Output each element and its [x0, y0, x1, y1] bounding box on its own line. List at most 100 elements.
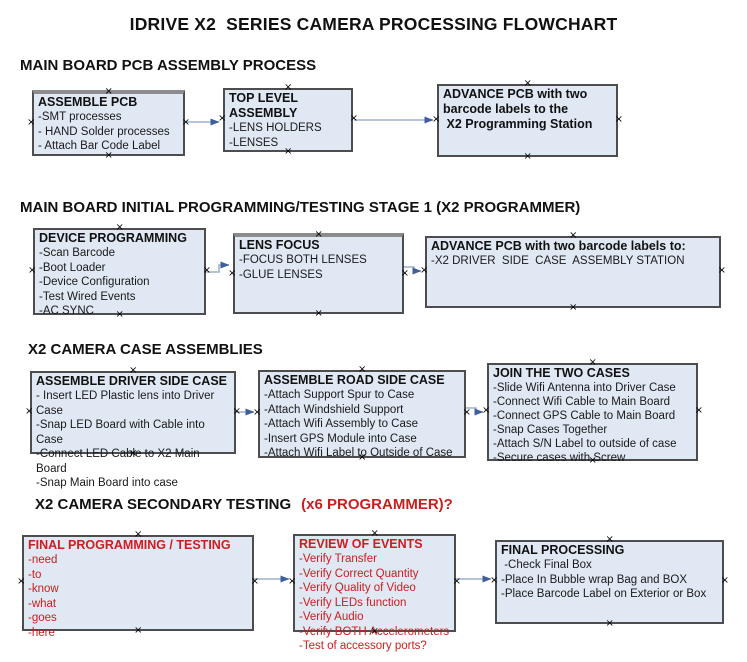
anchor-x-icon [25, 407, 33, 417]
anchor-x-icon [288, 577, 296, 587]
box-line: -Boot Loader [39, 261, 106, 274]
flow-box-assemble-road-side-case[interactable]: ASSEMBLE ROAD SIDE CASE -Attach Support … [258, 370, 466, 461]
box-title: JOIN THE TWO CASES [493, 366, 630, 380]
anchor-x-icon [718, 266, 726, 276]
anchor-x-icon [721, 576, 729, 586]
flow-box-join-the-two-cases[interactable]: JOIN THE TWO CASES -Slide Wifi Antenna i… [487, 363, 698, 464]
flow-box-assemble-pcb[interactable]: ASSEMBLE PCB -SMT processes - HAND Solder… [32, 90, 185, 156]
box-line: -Attach Support Spur to Case [264, 389, 415, 401]
box-body: -Check Final Box-Place In Bubble wrap Ba… [501, 558, 719, 602]
anchor-x-icon [27, 118, 35, 128]
flow-box-lens-focus[interactable]: LENS FOCUS -FOCUS BOTH LENSES-GLUE LENSE… [233, 233, 404, 314]
flow-box-advance-pcb-driver-side-station[interactable]: ADVANCE PCB with two barcode labels to: … [425, 236, 721, 308]
box-line: -Slide Wifi Antenna into Driver Case [493, 382, 676, 394]
box-title: DEVICE PROGRAMMING [39, 231, 187, 245]
box-title: TOP LEVEL ASSEMBLY [229, 91, 301, 120]
flow-box-final-programming-testing[interactable]: FINAL PROGRAMMING / TESTING -need-to-kno… [22, 535, 254, 639]
anchor-x-icon [463, 408, 471, 418]
flow-box-advance-pcb-programming-station[interactable]: ADVANCE PCB with two barcode labels to t… [437, 84, 618, 157]
anchor-x-icon [350, 114, 358, 124]
flow-box-top-level-assembly[interactable]: TOP LEVEL ASSEMBLY -LENS HOLDERS -LENSES [223, 88, 353, 152]
anchor-x-icon [695, 406, 703, 416]
box-line: -Scan Barcode [39, 247, 116, 259]
section-heading-initial-programming: MAIN BOARD INITIAL PROGRAMMING/TESTING S… [20, 199, 581, 216]
box-line: -what [28, 597, 57, 610]
box-line: -X2 DRIVER SIDE CASE ASSEMBLY STATION [431, 255, 685, 267]
box-line: -Connect GPS Cable to Main Board [493, 410, 676, 422]
anchor-x-icon [401, 269, 409, 279]
box-line: -LENSES [229, 136, 279, 149]
box-body: -Slide Wifi Antenna into Driver Case -Con… [493, 381, 693, 465]
anchor-x-icon [432, 115, 440, 125]
anchor-x-icon [203, 266, 211, 276]
anchor-x-icon [453, 577, 461, 587]
anchor-x-icon [606, 619, 614, 629]
box-body: -Verify Transfer-Verify Correct Quantity… [299, 552, 451, 654]
connector-arrow[interactable] [206, 261, 230, 273]
box-line: -Verify Audio [299, 611, 364, 623]
box-body: -SMT processes - HAND Solder processes - A… [38, 110, 180, 154]
page-title: IDRIVE X2 SERIES CAMERA PROCESSING FLOWC… [129, 14, 618, 34]
box-line: -SMT processes [38, 111, 122, 123]
section-heading-secondary-testing: X2 CAMERA SECONDARY TESTING (x6 PROGRAMME… [35, 496, 453, 513]
section-heading-black-part: X2 CAMERA SECONDARY TESTING [35, 496, 292, 513]
anchor-x-icon [315, 309, 323, 319]
box-line: -here [28, 626, 55, 639]
box-line: -Attach Wifi Label to Outside of Case [264, 447, 453, 459]
box-line: -Verify BOTH Accelerometers [299, 625, 450, 638]
box-line: -Attach S/N Label to outside of case [493, 438, 677, 450]
box-line: -Snap Main Board into case [36, 477, 178, 489]
anchor-x-icon [482, 406, 490, 416]
box-line: -LENS HOLDERS [229, 122, 322, 134]
box-line: -Test of accessory ports? [299, 640, 427, 652]
box-line: - Attach Bar Code Label [38, 140, 161, 152]
box-title: REVIEW OF EVENTS [299, 537, 423, 551]
anchor-x-icon [490, 576, 498, 586]
box-line: -Snap LED Board with Cable into Case [36, 419, 208, 446]
section-heading-red-part: (x6 PROGRAMMER)? [301, 496, 453, 513]
flow-box-final-processing[interactable]: FINAL PROCESSING -Check Final Box-Place … [495, 540, 724, 624]
anchor-x-icon [218, 114, 226, 124]
box-title: ASSEMBLE DRIVER SIDE CASE [36, 374, 228, 388]
flow-box-device-programming[interactable]: DEVICE PROGRAMMING -Scan Barcode -Boot Lo… [33, 228, 206, 317]
box-line: - HAND Solder processes [38, 125, 170, 138]
box-line: -Device Configuration [39, 276, 150, 288]
box-body: -Attach Support Spur to Case -Attach Wind… [264, 388, 461, 461]
anchor-x-icon [233, 407, 241, 417]
box-line: -Check Final Box [501, 559, 592, 571]
box-body: -X2 DRIVER SIDE CASE ASSEMBLY STATION [431, 254, 716, 269]
flow-box-assemble-driver-side-case[interactable]: ASSEMBLE DRIVER SIDE CASE - Insert LED P… [30, 371, 236, 489]
anchor-x-icon [569, 303, 577, 313]
anchor-x-icon [182, 118, 190, 128]
box-line: -Attach Windshield Support [264, 403, 404, 416]
box-line: -Insert GPS Module into Case [264, 432, 417, 445]
anchor-x-icon [615, 115, 623, 125]
anchor-x-icon [28, 266, 36, 276]
connector-arrow[interactable] [466, 407, 484, 416]
connector-arrow[interactable] [404, 266, 422, 275]
box-title: FINAL PROCESSING [501, 543, 625, 557]
box-line: -Snap Cases Together [493, 424, 608, 436]
box-line: -Test Wired Events [39, 290, 136, 303]
box-body: -FOCUS BOTH LENSES-GLUE LENSES [239, 253, 399, 282]
box-body: -Scan Barcode -Boot Loader -Device Configu… [39, 246, 201, 319]
box-line: -need [28, 554, 58, 566]
anchor-x-icon [420, 266, 428, 276]
box-title: ASSEMBLE ROAD SIDE CASE [264, 373, 445, 387]
box-line: -goes [28, 612, 57, 624]
box-line: -AC SYNC [39, 305, 94, 317]
flow-box-review-of-events[interactable]: REVIEW OF EVENTS -Verify Transfer-Verify… [293, 534, 456, 652]
box-line: -Connect Wifi Cable to Main Board [493, 396, 671, 408]
box-line: - Insert LED Plastic lens into Driver Ca… [36, 390, 218, 417]
box-line: -Verify Transfer [299, 553, 377, 565]
box-line: -know [28, 583, 59, 595]
anchor-x-icon [253, 408, 261, 418]
box-title: ASSEMBLE PCB [38, 95, 138, 109]
box-line: -Secure cases with Screw [493, 452, 626, 464]
box-title: ADVANCE PCB with two barcode labels to t… [443, 87, 593, 131]
anchor-x-icon [17, 577, 25, 587]
box-title: ADVANCE PCB with two barcode labels to: [431, 239, 686, 253]
anchor-x-icon [228, 269, 236, 279]
anchor-x-icon [251, 577, 259, 587]
